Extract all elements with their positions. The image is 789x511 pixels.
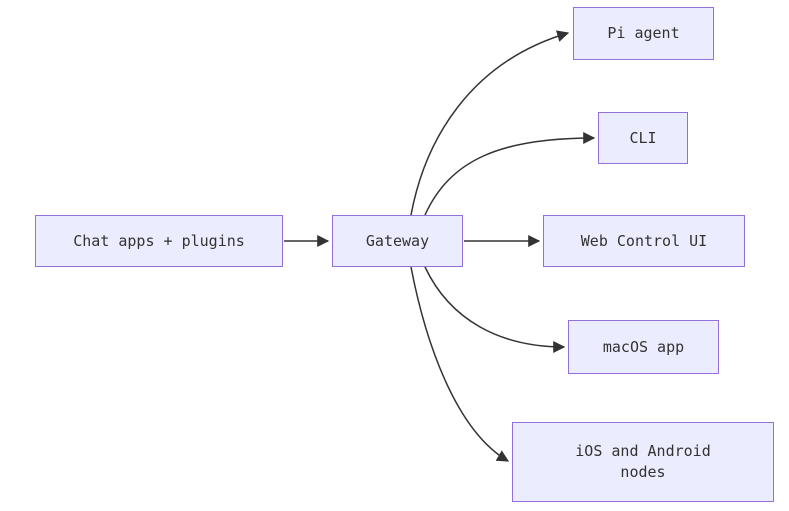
- edge-gateway-to-macos-app: [424, 266, 566, 353]
- node-macos-app-label: macOS app: [602, 337, 685, 356]
- node-gateway-label: Gateway: [365, 231, 430, 250]
- node-pi-agent: Pi agent: [573, 7, 714, 60]
- node-chat-apps-plugins-label: Chat apps + plugins: [73, 231, 245, 250]
- node-chat-apps-plugins: Chat apps + plugins: [35, 215, 283, 267]
- node-web-control-ui: Web Control UI: [543, 215, 745, 267]
- node-ios-android-nodes-label: iOS and Android nodes: [575, 442, 711, 481]
- node-cli: CLI: [598, 112, 688, 164]
- edge-gateway-to-cli: [424, 132, 596, 216]
- edge-gateway-to-ios-android-nodes: [410, 266, 510, 462]
- node-macos-app: macOS app: [568, 320, 719, 374]
- edge-gateway-to-pi-agent: [410, 30, 570, 216]
- node-cli-label: CLI: [629, 128, 657, 147]
- node-pi-agent-label: Pi agent: [607, 24, 680, 42]
- node-ios-android-nodes: iOS and Android nodes: [512, 422, 774, 502]
- node-web-control-ui-label: Web Control UI: [580, 231, 708, 250]
- node-gateway: Gateway: [332, 215, 463, 267]
